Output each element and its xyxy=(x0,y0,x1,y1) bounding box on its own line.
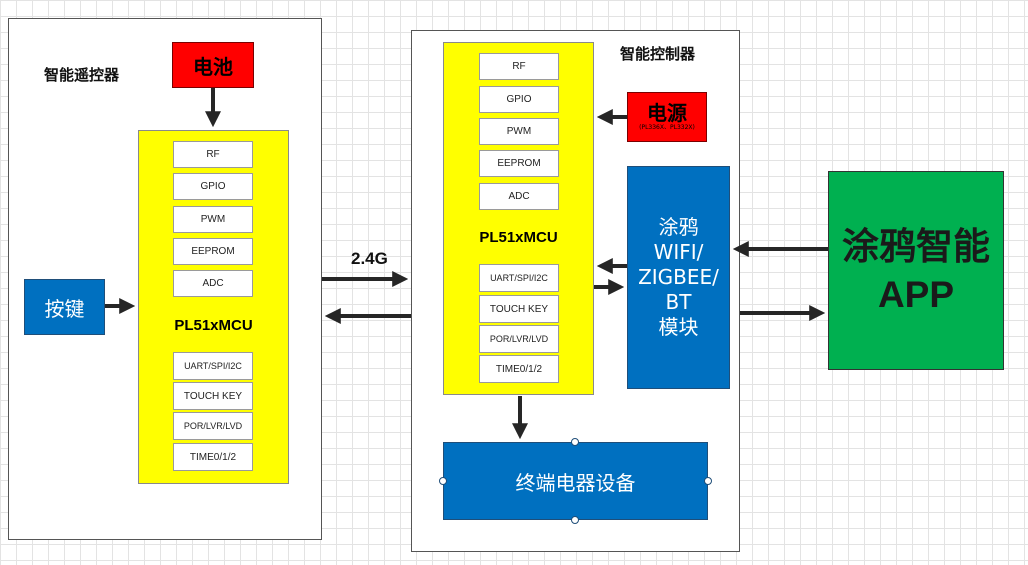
remote-mcu-label: PL51xMCU xyxy=(174,317,253,334)
controller-title: 智能控制器 xyxy=(620,45,696,63)
power-label: 电源 xyxy=(647,101,687,125)
link-label: 2.4G xyxy=(351,249,388,268)
wifi-line-3: ZIGBEE/ xyxy=(638,265,719,289)
selection-handle-top[interactable] xyxy=(571,438,579,446)
controller-module-uart: UART/SPI/I2C xyxy=(479,264,559,292)
wifi-line-2: WIFI/ xyxy=(653,240,704,264)
wifi-line-5: 模块 xyxy=(658,315,699,339)
power-box: 电源 (PL336X、PL332X) xyxy=(627,92,707,142)
controller-module-eeprom: EEPROM xyxy=(479,150,559,177)
selection-handle-right[interactable] xyxy=(704,477,712,485)
remote-module-por: POR/LVR/LVD xyxy=(173,412,253,440)
controller-module-time: TIME0/1/2 xyxy=(479,355,559,383)
wifi-line-4: BT xyxy=(665,290,692,314)
remote-module-rf: RF xyxy=(173,141,253,168)
selection-handle-bottom[interactable] xyxy=(571,516,579,524)
controller-mcu-label: PL51xMCU xyxy=(479,229,558,246)
controller-module-pwm: PWM xyxy=(479,118,559,145)
controller-module-gpio: GPIO xyxy=(479,86,559,113)
power-sub-label: (PL336X、PL332X) xyxy=(639,124,695,131)
app-line-2: APP xyxy=(877,273,955,315)
battery-box: 电池 xyxy=(172,42,254,88)
remote-title: 智能遥控器 xyxy=(44,66,120,84)
remote-module-gpio: GPIO xyxy=(173,173,253,200)
key-box: 按键 xyxy=(24,279,105,335)
selection-handle-left[interactable] xyxy=(439,477,447,485)
app-box: 涂鸦智能 APP xyxy=(828,171,1004,370)
battery-label: 电池 xyxy=(193,54,233,79)
remote-module-touchkey: TOUCH KEY xyxy=(173,382,253,410)
wifi-module-box: 涂鸦 WIFI/ ZIGBEE/ BT 模块 xyxy=(627,166,730,389)
remote-module-pwm: PWM xyxy=(173,206,253,233)
remote-module-uart: UART/SPI/I2C xyxy=(173,352,253,380)
controller-module-rf: RF xyxy=(479,53,559,80)
remote-module-eeprom: EEPROM xyxy=(173,238,253,265)
app-line-1: 涂鸦智能 xyxy=(842,224,990,268)
remote-module-adc: ADC xyxy=(173,270,253,297)
controller-module-adc: ADC xyxy=(479,183,559,210)
wifi-line-1: 涂鸦 xyxy=(658,215,699,239)
controller-module-por: POR/LVR/LVD xyxy=(479,325,559,353)
remote-module-time: TIME0/1/2 xyxy=(173,443,253,471)
controller-module-touchkey: TOUCH KEY xyxy=(479,295,559,323)
device-label: 终端电器设备 xyxy=(515,470,636,495)
key-label: 按键 xyxy=(44,296,85,321)
